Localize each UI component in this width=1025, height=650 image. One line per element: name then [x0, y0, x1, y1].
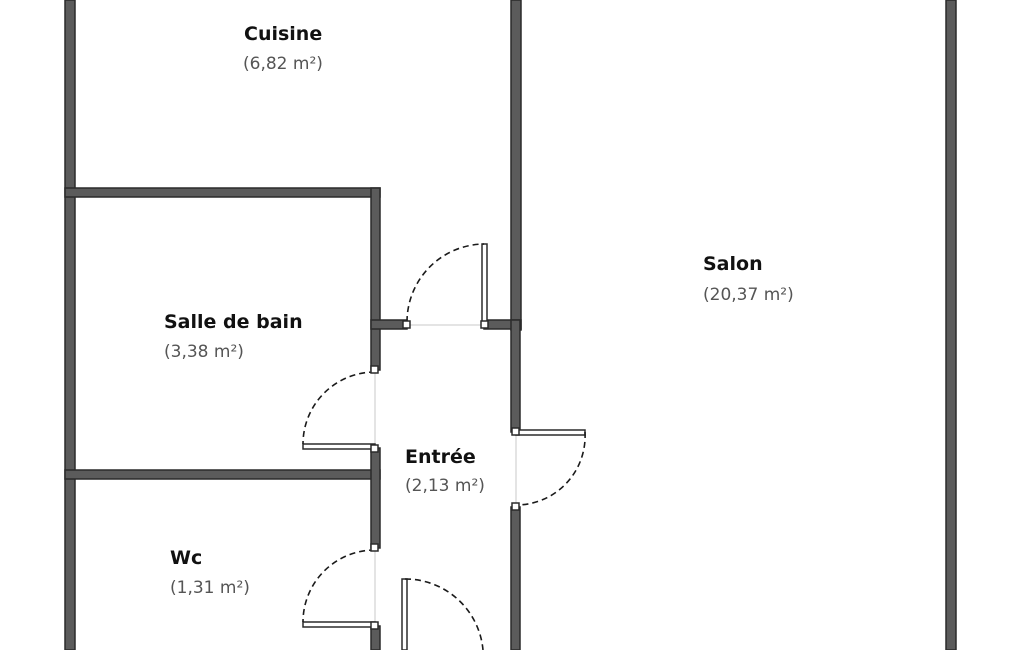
door-post — [511, 502, 520, 511]
wall-exterior-right — [945, 0, 957, 650]
wall-wc-right-upper — [370, 447, 381, 549]
door-swing-bain — [302, 371, 376, 445]
door-post — [480, 320, 489, 329]
room-name: Salle de bain — [164, 311, 303, 333]
room-area: (6,82 m²) — [243, 54, 323, 74]
room-label-salle-de-bain: Salle de bain (3,38 m²) — [164, 311, 303, 362]
door-swing-cuisine — [406, 243, 485, 323]
door-post — [370, 543, 379, 552]
door-leaf-wc — [302, 621, 376, 628]
door-swing-wc — [302, 549, 376, 623]
room-label-cuisine: Cuisine (6,82 m²) — [243, 23, 323, 74]
wall-exterior-left — [64, 0, 76, 650]
room-area: (1,31 m²) — [170, 578, 250, 598]
door-post — [370, 365, 379, 374]
door-post — [370, 621, 379, 630]
door-post — [402, 320, 411, 329]
room-area: (20,37 m²) — [703, 285, 794, 305]
wall-entree-right-upper — [510, 319, 521, 433]
door-leaf-bain — [302, 443, 376, 450]
wall-bain-right-upper — [370, 187, 381, 371]
door-post — [511, 427, 520, 436]
room-area: (2,13 m²) — [405, 476, 485, 496]
room-name: Cuisine — [244, 23, 322, 45]
room-label-salon: Salon (20,37 m²) — [703, 253, 794, 305]
room-name: Wc — [170, 547, 202, 569]
room-area: (3,38 m²) — [164, 342, 244, 362]
room-name: Entrée — [405, 446, 476, 468]
wall-cuisine-bottom — [64, 187, 381, 198]
wall-bain-wc — [64, 469, 381, 480]
room-name: Salon — [703, 253, 763, 275]
door-post — [370, 444, 379, 453]
wall-entree-right-lower — [510, 506, 521, 650]
room-label-entree: Entrée (2,13 m²) — [405, 446, 485, 496]
wall-corridor-stub — [370, 319, 408, 330]
door-swing-entree — [404, 578, 484, 650]
room-label-wc: Wc (1,31 m²) — [170, 547, 250, 598]
door-leaf-cuisine — [481, 243, 488, 325]
wall-cuisine-salon — [510, 0, 522, 331]
door-swing-salon — [515, 431, 586, 506]
door-leaf-entree — [401, 578, 408, 650]
door-leaf-salon — [515, 429, 586, 436]
